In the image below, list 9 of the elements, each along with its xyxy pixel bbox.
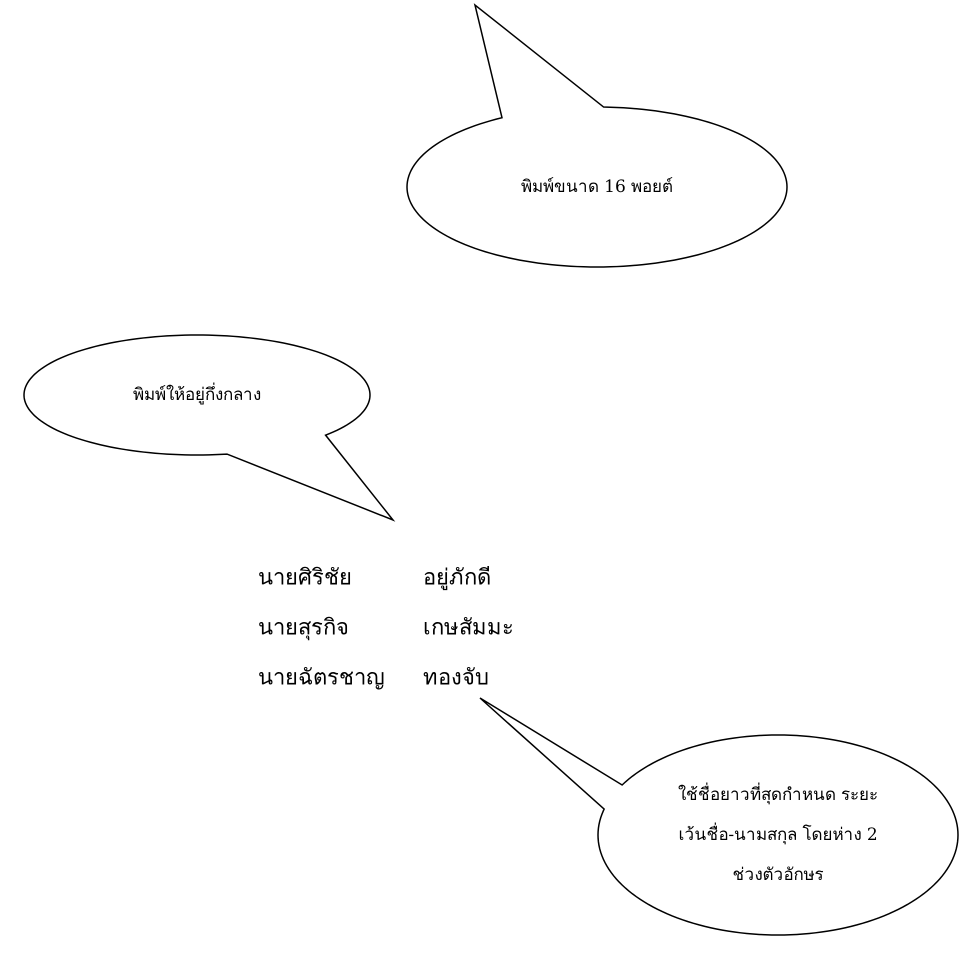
name-text: ทองจับ — [423, 664, 489, 692]
callout-text: พิมพ์ให้อยู่กึ่งกลาง — [67, 375, 327, 415]
name-text: นายสุรกิจ — [258, 614, 349, 642]
name-text: นายฉัตรชาญ — [258, 664, 385, 692]
callout-text: พิมพ์ขนาด 16 พอยต์ — [520, 176, 674, 199]
callout-text: ใช้ชื่อยาวที่สุดกำหนด ระยะเว้นชื่อ-นามสกุล โดยห่าง 2 ช่วงตัวอักษร — [670, 775, 886, 895]
name-text: อยู่ภักดี — [423, 564, 491, 592]
name-text: เกษสัมมะ — [423, 614, 514, 642]
name-text: นายศิริชัย — [258, 564, 352, 592]
